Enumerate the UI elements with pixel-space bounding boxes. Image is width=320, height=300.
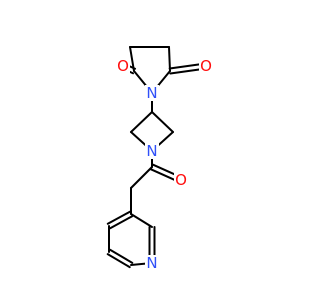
atom-o-right: O bbox=[199, 57, 213, 75]
bond-c4-c5 bbox=[168, 46, 171, 72]
bond-carbonyl-ch2 bbox=[130, 166, 153, 189]
atom-n-azetidine-label: N bbox=[146, 142, 157, 160]
atom-n-azetidine: N bbox=[145, 142, 159, 160]
atom-n-imide-label: N bbox=[146, 84, 157, 102]
bond-pyr-3-4-a bbox=[106, 253, 131, 269]
atom-n-imide: N bbox=[145, 84, 159, 102]
bond-pyr-6-1 bbox=[130, 213, 153, 228]
atom-o-left-label: O bbox=[117, 57, 129, 75]
bond-pyr-1-2-a bbox=[106, 210, 131, 225]
bond-pyr-3-4-b bbox=[109, 248, 134, 264]
atom-o-amide: O bbox=[174, 171, 188, 189]
molecule-diagram: O O N N O N bbox=[106, 46, 213, 272]
bond-azetidine-c7-c9 bbox=[151, 111, 174, 133]
atom-n-pyridine: N bbox=[145, 254, 159, 272]
atom-n-pyridine-label: N bbox=[146, 254, 157, 272]
structure-svg: O O N N O N bbox=[106, 46, 213, 272]
bond-azetidine-c7-c8 bbox=[130, 111, 153, 133]
bond-pyr-1-2-b bbox=[109, 215, 134, 230]
atom-o-right-label: O bbox=[200, 57, 212, 75]
atom-o-amide-label: O bbox=[175, 171, 187, 189]
atom-label-layer: O O N N O N bbox=[116, 57, 213, 272]
atom-o-left: O bbox=[116, 57, 130, 75]
